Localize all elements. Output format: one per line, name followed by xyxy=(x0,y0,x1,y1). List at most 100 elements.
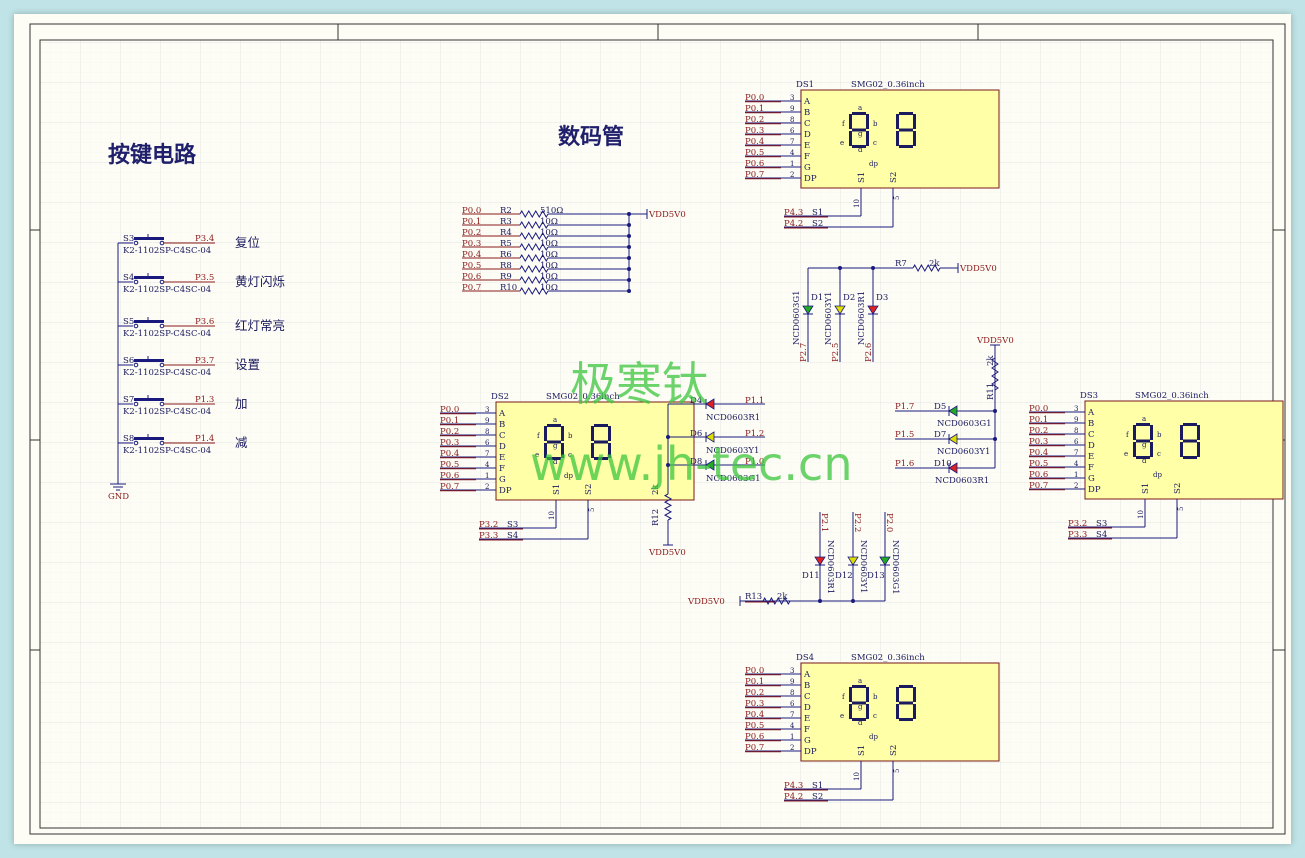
segment xyxy=(1150,425,1153,440)
common-num: 5 xyxy=(1177,507,1185,511)
led-symbol xyxy=(802,305,814,315)
segment xyxy=(1136,456,1150,459)
segment xyxy=(608,426,611,441)
pin-number: 3 xyxy=(485,406,489,414)
display-ref: DS3 xyxy=(1080,391,1098,401)
switch-contact xyxy=(133,279,139,285)
pin-number: 6 xyxy=(485,439,490,447)
junction-dot xyxy=(627,278,631,282)
switch-part: K2-1102SP-C4SC-04 xyxy=(123,446,211,456)
pin-net: P0.3 xyxy=(745,126,764,136)
common-net: P3.3 xyxy=(479,531,498,541)
pin-name: C xyxy=(804,119,811,129)
seg-letter: c xyxy=(873,712,877,720)
segment xyxy=(1136,439,1150,443)
junction-dot xyxy=(818,599,822,603)
seg-letter: f xyxy=(842,120,846,128)
resistor-symbol xyxy=(663,493,673,521)
segment xyxy=(544,426,547,441)
led-part: NCD0603G1 xyxy=(792,290,802,345)
segment xyxy=(913,687,916,702)
pin-name: D xyxy=(804,130,811,140)
segment xyxy=(913,704,916,719)
common-label: S2 xyxy=(812,792,823,802)
switch-contact xyxy=(133,401,139,407)
switch-part: K2-1102SP-C4SC-04 xyxy=(123,285,211,295)
led-part: NCD0603G1 xyxy=(937,419,992,429)
led-symbol xyxy=(948,433,958,445)
res-value: 10Ω xyxy=(540,228,558,238)
display-part: SMG02_0.36inch xyxy=(851,653,925,663)
seg-letter: dp xyxy=(1153,471,1162,479)
segment xyxy=(852,145,866,148)
segment xyxy=(899,145,913,148)
pin-name: E xyxy=(804,714,810,724)
switch-net: P3.7 xyxy=(195,356,214,366)
led-ref: D8 xyxy=(690,457,702,467)
common-name: S1 xyxy=(1141,483,1151,494)
segment xyxy=(899,112,913,115)
pin-number: 4 xyxy=(485,461,490,469)
common-num: 10 xyxy=(1137,510,1145,519)
switch-contact xyxy=(133,440,139,446)
seg-letter: d xyxy=(553,458,558,466)
pin-name: DP xyxy=(804,174,817,184)
segment xyxy=(849,687,852,702)
segment xyxy=(852,112,866,115)
res-value: 2k xyxy=(651,484,661,495)
led-net: P2.1 xyxy=(819,513,829,532)
segment xyxy=(594,440,608,444)
switch-contact xyxy=(133,362,139,368)
pin-name: G xyxy=(804,736,811,746)
segment xyxy=(852,701,866,705)
led-symbol xyxy=(948,462,958,474)
pin-number: 8 xyxy=(1074,427,1078,435)
seg-letter: d xyxy=(858,719,863,727)
res-value: 2k xyxy=(777,592,788,602)
seg-letter: c xyxy=(568,451,572,459)
led-net: P2.2 xyxy=(852,513,862,532)
led-net: P1.6 xyxy=(895,459,914,469)
junction-dot xyxy=(993,437,997,441)
pin-net: P0.2 xyxy=(745,115,764,125)
pin-net: P0.1 xyxy=(745,677,764,687)
switch-contact xyxy=(133,240,139,246)
pin-name: E xyxy=(499,453,505,463)
led-symbol xyxy=(705,398,715,410)
switch-ref: S5 xyxy=(123,317,134,327)
display-title: 数码管 xyxy=(558,124,624,150)
pin-net: P0.2 xyxy=(440,427,459,437)
common-num: 5 xyxy=(893,196,901,200)
junction-dot xyxy=(627,256,631,260)
switch-plunger xyxy=(134,359,164,362)
led-ref: D4 xyxy=(690,396,702,406)
led-ref: D7 xyxy=(934,430,946,440)
pin-name: A xyxy=(498,409,506,419)
segment xyxy=(1183,439,1197,443)
switch-function-label: 加 xyxy=(235,396,248,411)
pin-number: 9 xyxy=(485,417,489,425)
resistor-symbol xyxy=(519,276,549,284)
led-symbol xyxy=(879,556,891,566)
common-num: 5 xyxy=(588,508,596,512)
segment xyxy=(1180,425,1183,440)
led-part: NCD0603G1 xyxy=(890,540,900,595)
pin-name: E xyxy=(804,141,810,151)
junction-dot xyxy=(666,435,670,439)
pin-number: 3 xyxy=(790,667,794,675)
res-ref: R8 xyxy=(500,261,512,271)
segment xyxy=(591,443,594,458)
junction-dot xyxy=(871,266,875,270)
pin-number: 6 xyxy=(790,127,795,135)
pin-name: A xyxy=(1087,408,1095,418)
res-value: 510Ω xyxy=(540,206,563,216)
res-value: 10Ω xyxy=(540,261,558,271)
segment xyxy=(899,128,913,132)
pin-number: 6 xyxy=(790,700,795,708)
pin-net: P0.5 xyxy=(745,148,764,158)
junction-dot xyxy=(627,212,631,216)
display-part: SMG02_0.36inch xyxy=(1135,391,1209,401)
